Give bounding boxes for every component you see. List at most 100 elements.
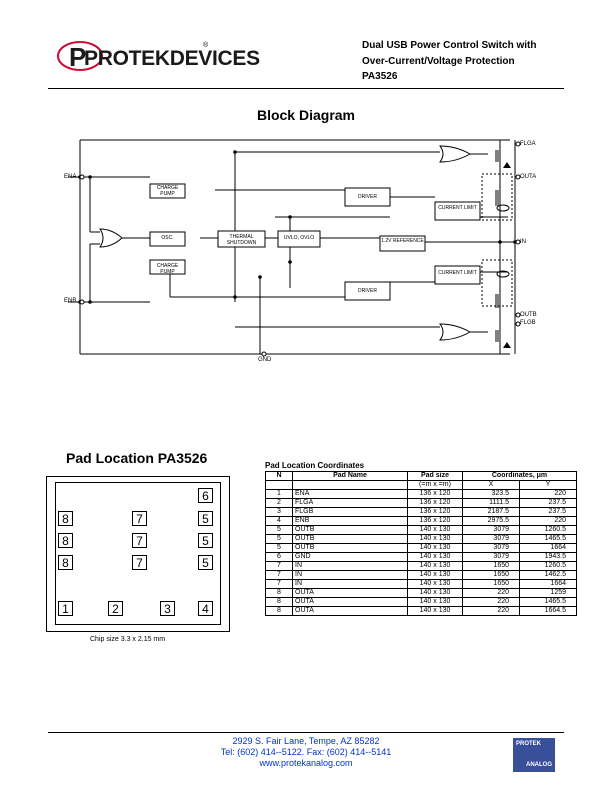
cell-name: OUTA xyxy=(292,597,408,607)
cell-x: 2975.5 xyxy=(462,516,520,526)
cell-name: IN xyxy=(292,570,408,580)
logo-text: PROTEKDEVICES xyxy=(84,47,260,70)
doc-title-line1: Dual USB Power Control Switch with xyxy=(362,40,537,51)
cell-n: 7 xyxy=(265,570,293,580)
cell-size: 140 x 130 xyxy=(407,570,463,580)
cell-x: 3079 xyxy=(462,534,520,544)
cell-y: 237.5 xyxy=(519,507,577,517)
chip-size-caption: Chip size 3.3 x 2.15 mm xyxy=(90,636,166,643)
uvlo-ovlo-label: UVLO, OVLO xyxy=(283,235,315,241)
pin-in-label: IN xyxy=(520,239,526,245)
cell-x: 2187.5 xyxy=(462,507,520,517)
cell-name: OUTB xyxy=(292,525,408,535)
pad-5-row3: 5 xyxy=(198,555,213,570)
protek-analog-badge: PROTEK ANALOG xyxy=(513,738,555,772)
cell-name: OUTB xyxy=(292,534,408,544)
chip-outline xyxy=(46,476,230,632)
cell-n: 8 xyxy=(265,588,293,598)
pad-7-row3: 7 xyxy=(132,555,147,570)
cell-y: 1664.5 xyxy=(519,606,577,616)
cell-name: FLGB xyxy=(292,507,408,517)
cell-n: 2 xyxy=(265,498,293,508)
pad-5-row2: 5 xyxy=(198,533,213,548)
footer-rule xyxy=(48,732,564,733)
cell-size: 140 x 130 xyxy=(407,579,463,589)
cell-name: OUTA xyxy=(292,588,408,598)
chip-die xyxy=(55,482,221,625)
cell-y: 220 xyxy=(519,489,577,499)
col-coordinates: Coordinates, μm xyxy=(462,471,577,481)
cell-n: 8 xyxy=(265,597,293,607)
current-limit-b-label: CURRENT LIMIT xyxy=(438,270,477,276)
cell-n: 4 xyxy=(265,516,293,526)
logo-emblem-icon: P xyxy=(57,41,103,72)
svg-text:P: P xyxy=(69,42,86,72)
pin-outa-label: OUTA xyxy=(520,174,537,180)
col-pad-size: Pad size xyxy=(407,471,463,481)
cell-x: 1650 xyxy=(462,570,520,580)
header-rule xyxy=(48,88,564,89)
cell-size: 136 x 120 xyxy=(407,516,463,526)
pin-flga-label: FLGA xyxy=(520,141,536,147)
cell-name: ENB xyxy=(292,516,408,526)
footer-website-link[interactable]: www.protekanalog.com xyxy=(259,758,353,768)
pad-6: 6 xyxy=(198,488,213,503)
cell-size: 140 x 130 xyxy=(407,543,463,553)
cell-n: 3 xyxy=(265,507,293,517)
driver-b-label: DRIVER xyxy=(358,288,377,294)
coord-table-title: Pad Location Coordinates xyxy=(265,461,365,470)
cell-n: 5 xyxy=(265,525,293,535)
cell-size: 140 x 130 xyxy=(407,525,463,535)
col-pad-name: Pad Name xyxy=(292,471,408,481)
cell-size: 136 x 120 xyxy=(407,507,463,517)
cell-n: 6 xyxy=(265,552,293,562)
logo-registered-mark: ® xyxy=(203,42,209,49)
cell-x: 220 xyxy=(462,606,520,616)
pad-1: 1 xyxy=(58,601,73,616)
current-limit-a-label: CURRENT LIMIT xyxy=(438,205,477,211)
pad-4: 4 xyxy=(198,601,213,616)
cell-size: 140 x 130 xyxy=(407,552,463,562)
cell-name: ENA xyxy=(292,489,408,499)
cell-n: 7 xyxy=(265,579,293,589)
cell-x: 3079 xyxy=(462,525,520,535)
col-pad-size-unit: (=m x =m) xyxy=(407,480,463,490)
cell-name: IN xyxy=(292,579,408,589)
pin-outb-label: OUTB xyxy=(520,312,537,318)
pin-gnd-label: GND xyxy=(258,357,272,363)
badge-top-text: PROTEK xyxy=(516,741,542,747)
driver-a-label: DRIVER xyxy=(358,194,377,200)
cell-size: 140 x 130 xyxy=(407,606,463,616)
reference-label: 1.2V REFERENCE xyxy=(381,238,424,244)
cell-name: OUTA xyxy=(292,606,408,616)
block-diagram xyxy=(68,139,521,357)
cell-name: OUTB xyxy=(292,543,408,553)
cell-y: 1260.5 xyxy=(519,561,577,571)
cell-size: 140 x 130 xyxy=(407,561,463,571)
osc-label: OSC. xyxy=(161,235,174,241)
cell-y: 237.5 xyxy=(519,498,577,508)
cell-y: 1465.5 xyxy=(519,597,577,607)
cell-y: 1462.5 xyxy=(519,570,577,580)
cell-name: FLGA xyxy=(292,498,408,508)
pad-5-row1: 5 xyxy=(198,511,213,526)
cell-name: IN xyxy=(292,561,408,571)
cell-x: 3079 xyxy=(462,543,520,553)
cell-x: 220 xyxy=(462,597,520,607)
cell-n: 5 xyxy=(265,543,293,553)
pin-ena-label: ENA xyxy=(64,174,77,180)
pad-location-title: Pad Location PA3526 xyxy=(66,450,208,466)
company-logo: P xyxy=(56,36,216,76)
col-y: Y xyxy=(519,480,577,490)
